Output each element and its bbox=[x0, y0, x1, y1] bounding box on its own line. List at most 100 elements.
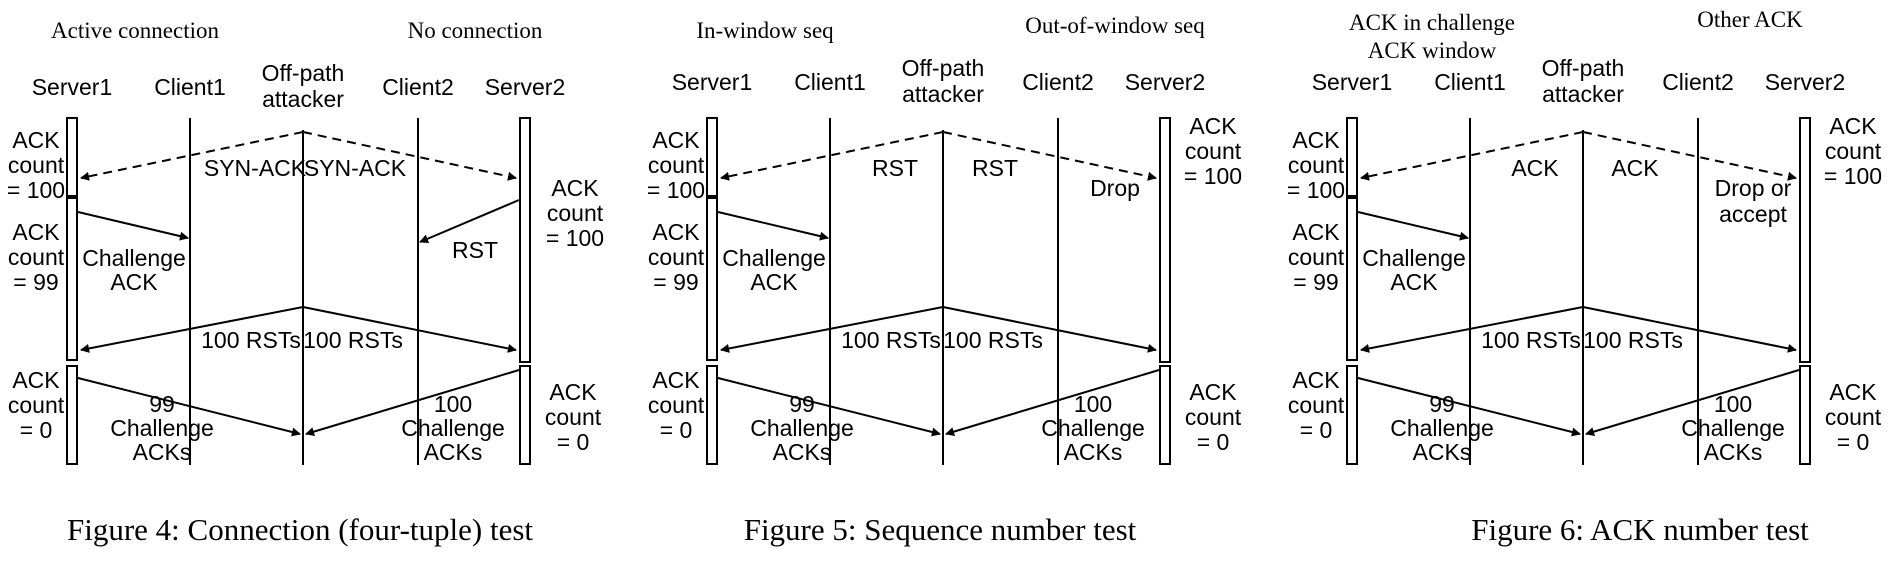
server1-ack-count: ACK bbox=[1292, 219, 1340, 245]
participant-attacker: attacker bbox=[902, 81, 984, 107]
100-rsts-right-arrow bbox=[1582, 306, 1797, 353]
participant-client1: Client1 bbox=[794, 69, 866, 95]
challenge-ack-label: Challenge bbox=[1362, 245, 1466, 271]
challenge-acks-left-label: Challenge bbox=[1390, 415, 1494, 441]
server2-ack-count: count bbox=[545, 404, 602, 430]
participant-client1: Client1 bbox=[154, 74, 226, 100]
server2-bar bbox=[1799, 117, 1811, 363]
spoofed-packet-label-right: ACK bbox=[1611, 155, 1659, 181]
100-rsts-left-arrow bbox=[720, 306, 944, 353]
server2-ack-count: = 0 bbox=[557, 429, 590, 455]
participant-server1: Server1 bbox=[672, 69, 753, 95]
server1-bar bbox=[1346, 197, 1358, 361]
server1-ack-count: = 100 bbox=[7, 177, 65, 203]
server2-bar bbox=[519, 117, 531, 363]
challenge-acks-left-label: ACKs bbox=[773, 439, 832, 465]
server1-ack-count: = 0 bbox=[660, 417, 693, 443]
participant-attacker: Off-path bbox=[1542, 55, 1625, 81]
challenge-acks-left-label: 99 bbox=[789, 391, 815, 417]
challenge-ack-arrow bbox=[717, 211, 829, 241]
challenge-acks-left-arrow bbox=[1357, 377, 1581, 437]
server1-bar bbox=[66, 117, 78, 197]
server2-reply-label: Drop or bbox=[1715, 175, 1792, 201]
challenge-acks-left-arrow bbox=[717, 377, 941, 437]
participant-client2: Client2 bbox=[382, 74, 454, 100]
challenge-acks-right-label: 100 bbox=[1074, 391, 1112, 417]
server1-bar bbox=[706, 197, 718, 361]
100-rsts-left-arrow bbox=[80, 306, 304, 353]
figure-caption: Figure 5: Sequence number test bbox=[744, 512, 1137, 547]
server2-ack-count: ACK bbox=[1189, 113, 1237, 139]
spoofed-packet-left bbox=[1360, 131, 1584, 181]
participant-server2: Server2 bbox=[485, 74, 566, 100]
challenge-ack-label: Challenge bbox=[722, 245, 826, 271]
server2-ack-count: ACK bbox=[549, 379, 597, 405]
challenge-acks-right-label: 100 bbox=[1714, 391, 1752, 417]
server1-bar bbox=[706, 365, 718, 465]
server2-bar bbox=[1159, 365, 1171, 465]
challenge-acks-left-label: ACKs bbox=[1413, 439, 1472, 465]
challenge-acks-left-label: ACKs bbox=[133, 439, 192, 465]
server1-bar bbox=[66, 197, 78, 361]
spoofed-packet-label-right: RST bbox=[972, 155, 1018, 181]
scenario-header-right: No connection bbox=[408, 18, 543, 43]
challenge-ack-label: ACK bbox=[110, 269, 158, 295]
challenge-acks-right-label: ACKs bbox=[1064, 439, 1123, 465]
rst-label: RST bbox=[452, 237, 498, 263]
scenario-header-right: Out-of-window seq bbox=[1025, 13, 1205, 38]
scenario-header-left: ACK in challenge bbox=[1349, 10, 1515, 35]
100-rsts-left-label: 100 RSTs bbox=[1481, 327, 1581, 353]
spoofed-packet-left bbox=[80, 131, 304, 181]
server1-ack-count: ACK bbox=[1292, 127, 1340, 153]
challenge-acks-right-label: 100 bbox=[434, 391, 472, 417]
server2-ack-count: = 0 bbox=[1837, 429, 1870, 455]
server1-bar bbox=[66, 365, 78, 465]
server1-ack-count: ACK bbox=[12, 127, 60, 153]
scenario-header-left: ACK window bbox=[1368, 38, 1497, 63]
100-rsts-right-label: 100 RSTs bbox=[1583, 327, 1683, 353]
server1-bar bbox=[706, 117, 718, 197]
server1-ack-count: count bbox=[8, 244, 65, 270]
challenge-ack-arrow bbox=[1357, 211, 1469, 241]
server2-ack-count: count bbox=[1825, 404, 1882, 430]
100-rsts-right-label: 100 RSTs bbox=[303, 327, 403, 353]
server2-ack-count: = 100 bbox=[1184, 163, 1242, 189]
server1-ack-count: = 0 bbox=[20, 417, 53, 443]
server1-ack-count: count bbox=[8, 392, 65, 418]
server1-ack-count: ACK bbox=[12, 367, 60, 393]
server2-ack-count: count bbox=[1825, 138, 1882, 164]
participant-attacker: Off-path bbox=[262, 60, 345, 86]
challenge-acks-left-label: 99 bbox=[1429, 391, 1455, 417]
challenge-ack-label: Challenge bbox=[82, 245, 186, 271]
server2-ack-count: ACK bbox=[551, 175, 599, 201]
100-rsts-right-arrow bbox=[942, 306, 1157, 353]
challenge-acks-right-label: Challenge bbox=[401, 415, 505, 441]
spoofed-packet-label-left: ACK bbox=[1511, 155, 1559, 181]
scenario-header-left: Active connection bbox=[51, 18, 219, 43]
server1-ack-count: count bbox=[1288, 152, 1345, 178]
spoofed-packet-right bbox=[302, 131, 517, 181]
participant-attacker: attacker bbox=[262, 86, 344, 112]
participant-server2: Server2 bbox=[1765, 69, 1846, 95]
server2-ack-count: = 100 bbox=[1824, 163, 1882, 189]
server1-ack-count: = 99 bbox=[653, 269, 698, 295]
participant-server2: Server2 bbox=[1125, 69, 1206, 95]
server1-ack-count: = 100 bbox=[1287, 177, 1345, 203]
participant-client1: Client1 bbox=[1434, 69, 1506, 95]
server2-ack-count: count bbox=[547, 200, 604, 226]
figure-caption: Figure 4: Connection (four-tuple) test bbox=[67, 512, 533, 547]
spoofed-packet-label-left: RST bbox=[872, 155, 918, 181]
server1-ack-count: count bbox=[648, 152, 705, 178]
server1-ack-count: = 100 bbox=[647, 177, 705, 203]
server1-ack-count: count bbox=[1288, 392, 1345, 418]
server1-ack-count: count bbox=[8, 152, 65, 178]
server2-ack-count: = 100 bbox=[546, 225, 604, 251]
figure-caption: Figure 6: ACK number test bbox=[1471, 512, 1809, 547]
server1-bar bbox=[1346, 365, 1358, 465]
server1-ack-count: count bbox=[1288, 244, 1345, 270]
server2-ack-count: count bbox=[1185, 404, 1242, 430]
scenario-header-right: Other ACK bbox=[1697, 7, 1803, 32]
